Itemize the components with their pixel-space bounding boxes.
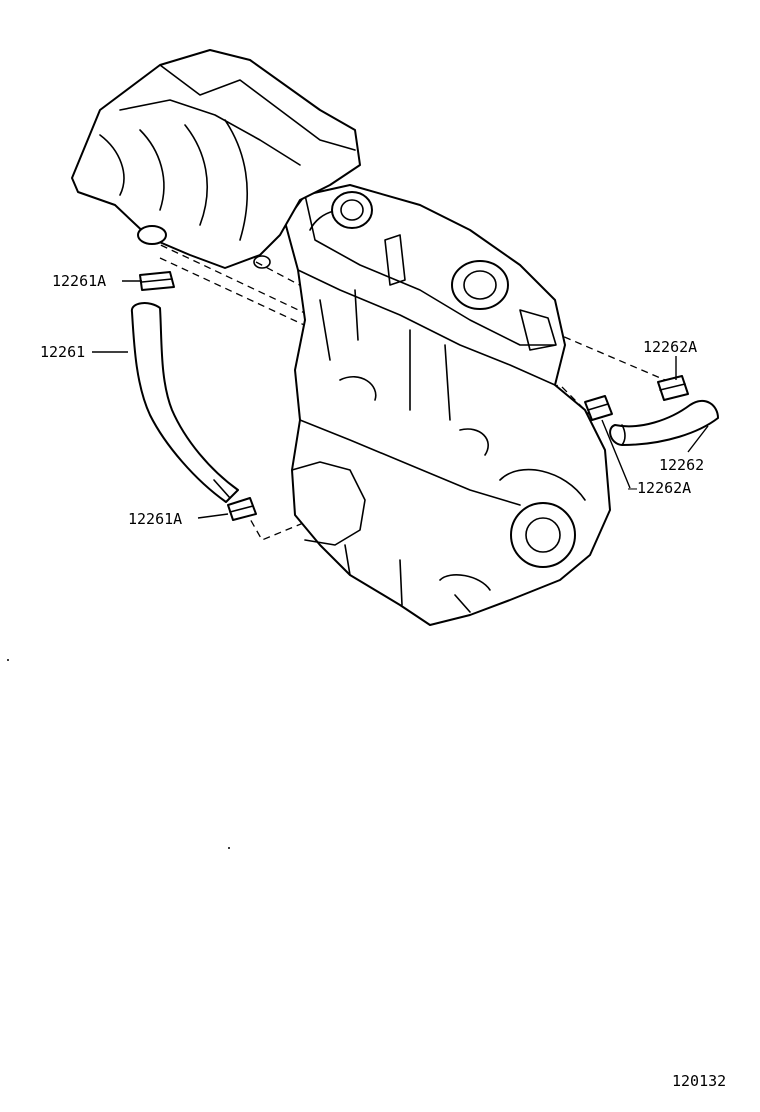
callout-12261: 12261 (40, 343, 86, 361)
intake-manifold (71, 49, 361, 269)
hose-clamp-12261a-bottom (227, 497, 257, 521)
callout-12261a-top: 12261A (52, 272, 107, 290)
hose-clamp-12262a-top (657, 375, 689, 401)
callout-12262: 12262 (659, 456, 705, 474)
callout-12262a-top: 12262A (643, 338, 698, 356)
leader-lines (92, 280, 709, 519)
callout-12261a-bottom: 12261A (128, 510, 183, 528)
pcv-hose-12261 (130, 302, 239, 503)
callout-12262a-bottom: –12262A (628, 479, 692, 497)
hose-clamp-12262a-bottom (584, 395, 613, 421)
diagram-id: 120132 (672, 1072, 727, 1090)
engine-block (284, 184, 611, 626)
pcv-hose-12262 (609, 399, 719, 446)
callout-12262a-bottom-text: 12262A (637, 479, 692, 497)
hose-clamp-12261a-top (139, 271, 175, 291)
